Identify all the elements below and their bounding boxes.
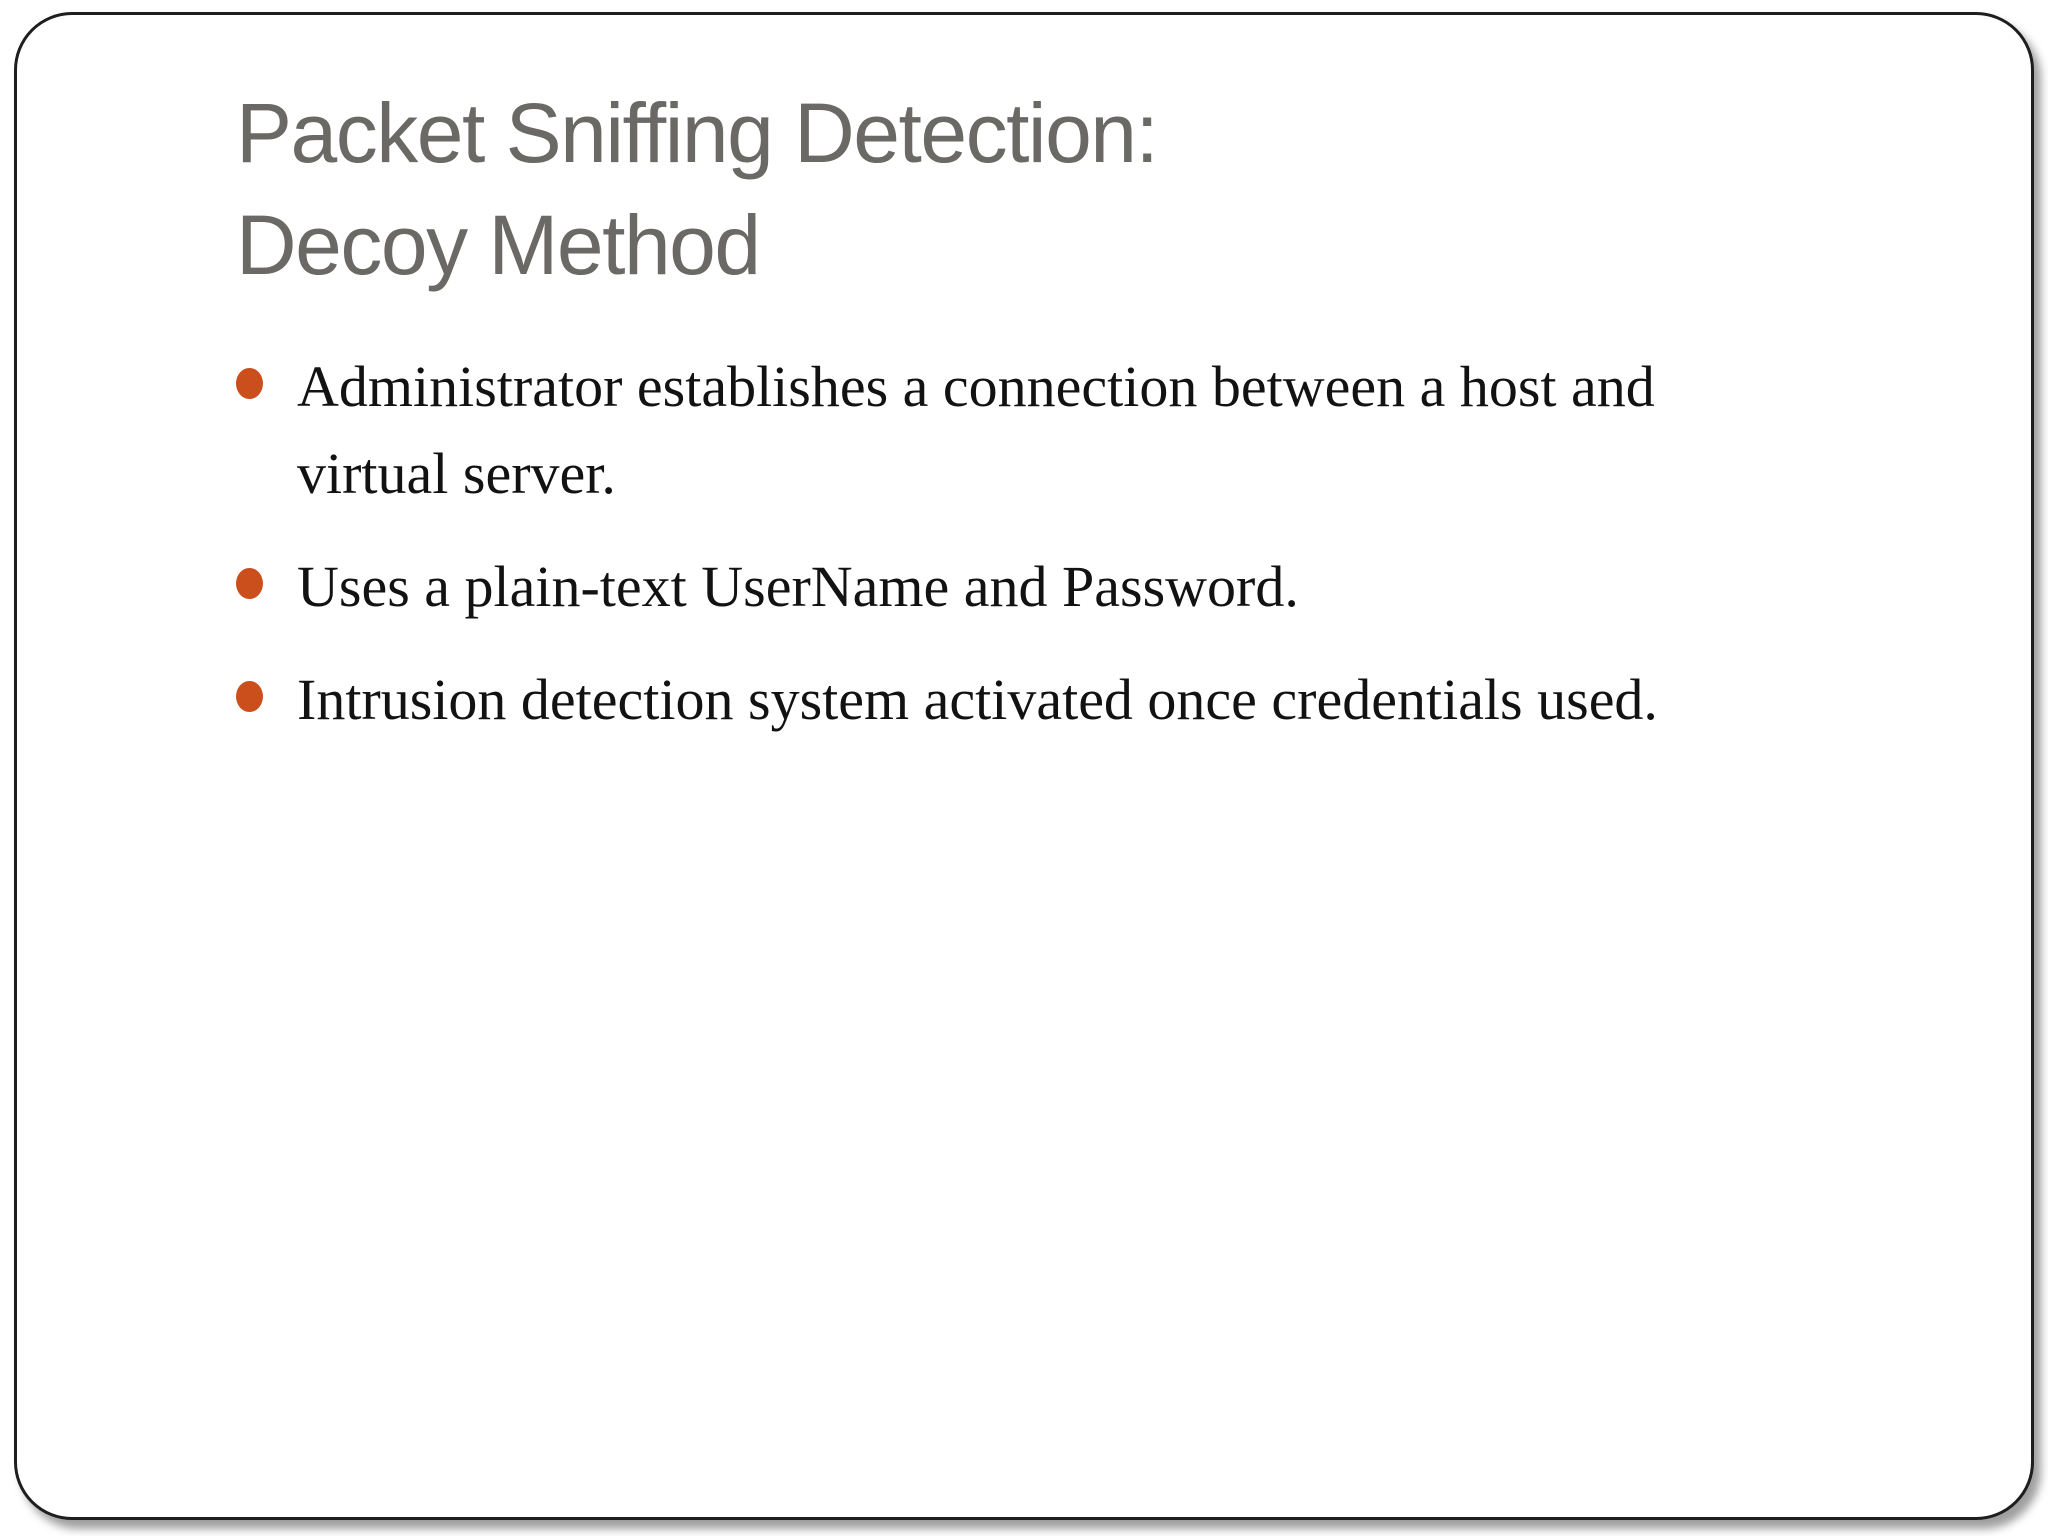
- bullet-item: Administrator establishes a connection b…: [236, 343, 1856, 517]
- bullet-marker-icon: [236, 368, 263, 399]
- slide-title-line-2: Decoy Method: [236, 198, 761, 292]
- bullet-item: Uses a plain-text UserName and Password.: [236, 543, 1856, 630]
- slide: Packet Sniffing Detection: Decoy Method …: [14, 12, 2034, 1520]
- bullet-text: Administrator establishes a connection b…: [297, 343, 1655, 517]
- bullet-list: Administrator establishes a connection b…: [236, 343, 1856, 743]
- slide-title-line-1: Packet Sniffing Detection:: [236, 86, 1159, 180]
- bullet-marker-icon: [236, 568, 263, 599]
- bullet-line: virtual server.: [297, 441, 616, 506]
- bullet-text: Uses a plain-text UserName and Password.: [297, 543, 1299, 630]
- bullet-line: Uses a plain-text UserName and Password.: [297, 554, 1299, 619]
- bullet-item: Intrusion detection system activated onc…: [236, 656, 1856, 743]
- bullet-line: Administrator establishes a connection b…: [297, 354, 1655, 419]
- bullet-line: Intrusion detection system activated onc…: [297, 667, 1658, 732]
- bullet-text: Intrusion detection system activated onc…: [297, 656, 1658, 743]
- slide-title: Packet Sniffing Detection: Decoy Method: [236, 77, 1951, 301]
- bullet-marker-icon: [236, 681, 263, 712]
